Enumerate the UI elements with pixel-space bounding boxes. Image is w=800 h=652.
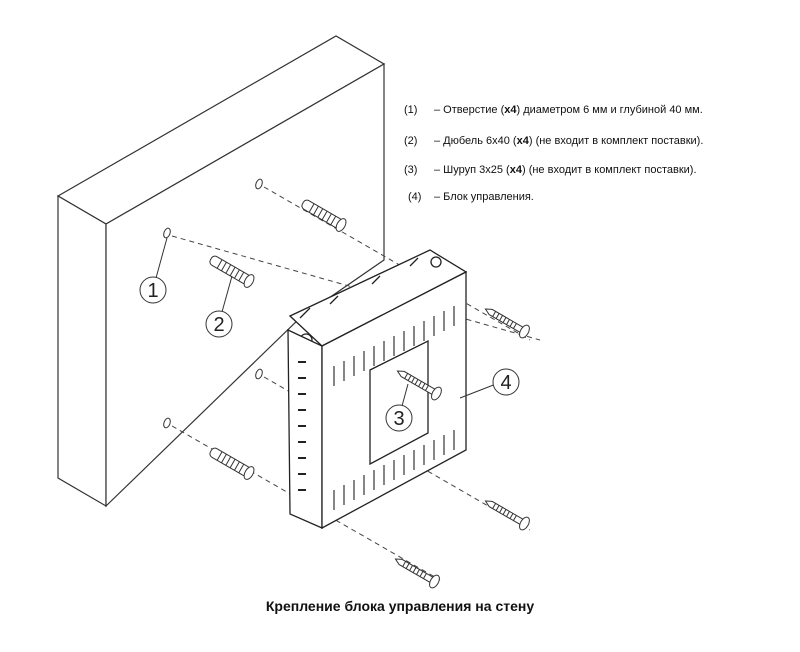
hole-icon [255,368,263,380]
box-label-area [369,339,429,466]
callout-1: 1 [139,276,167,304]
dowel-icon [301,199,347,232]
diagram-caption: Крепление блока управления на стену [265,598,535,614]
screws [394,308,530,589]
legend-item-4: (4)– Блок управления. [408,191,534,203]
hole-icon [255,178,263,190]
wall-side-face [57,194,107,508]
callout-3: 3 [385,404,413,432]
callout-4: 4 [492,368,520,396]
screw-icon [394,558,440,589]
dowel-icon [209,447,255,480]
dowels [209,199,347,480]
legend-item-1: (1)– Отверстие (x4) диаметром 6 мм и глу… [404,104,703,116]
svg-text:2: 2 [213,314,224,336]
callout-2: 2 [205,310,233,338]
box-side-face [287,328,323,529]
drill-holes [163,178,263,429]
hole-icon [163,227,171,239]
box-vent-slots [333,306,455,510]
callouts: 1 2 3 4 [139,237,520,432]
hole-icon [163,417,171,429]
svg-text:1: 1 [147,280,158,302]
dowel-icon [209,255,255,288]
legend-item-2: (2)– Дюбель 6x40 (x4) (не входит в компл… [404,135,704,147]
screw-icon [396,370,442,401]
screw-icon [484,500,530,531]
legend-item-3: (3)– Шуруп 3x25 (x4) (не входит в компле… [404,164,697,176]
control-box [287,249,468,530]
screw-icon [484,308,530,339]
svg-text:4: 4 [500,372,511,394]
svg-text:3: 3 [393,408,404,430]
